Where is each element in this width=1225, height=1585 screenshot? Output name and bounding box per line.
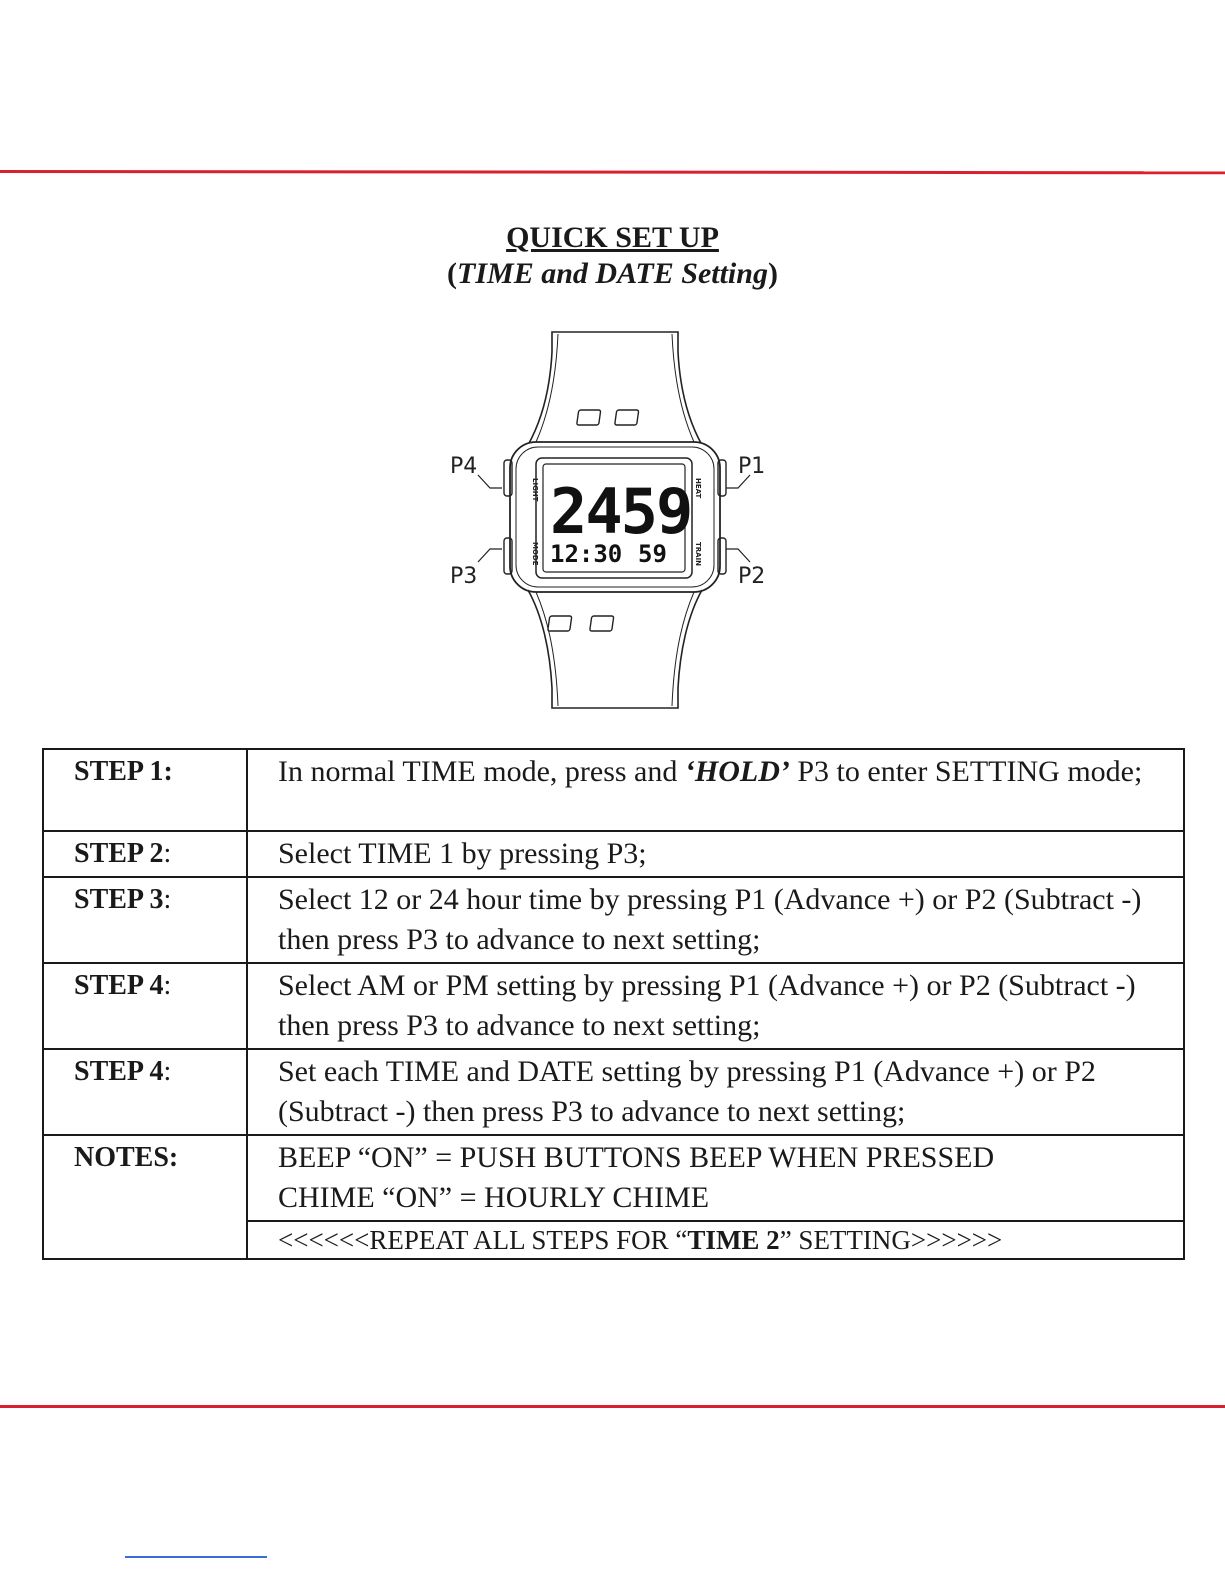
table-row: STEP 4: Set each TIME and DATE setting b… xyxy=(42,1048,1185,1136)
step-label: STEP 4: xyxy=(42,1048,248,1136)
bottom-link-underline[interactable] xyxy=(125,1556,267,1558)
bezel-mode-label: MODE xyxy=(531,542,539,566)
instructions-table: STEP 1: In normal TIME mode, press and ‘… xyxy=(42,748,1185,1260)
step-text: Set each TIME and DATE setting by pressi… xyxy=(246,1048,1185,1136)
repeat-note: <<<<<<REPEAT ALL STEPS FOR “TIME 2” SETT… xyxy=(246,1220,1185,1260)
title-quick-set-up: QUICK SET UP xyxy=(506,221,719,254)
table-row: STEP 2: Select TIME 1 by pressing P3; xyxy=(42,830,1185,878)
page-title: QUICK SET UP (TIME and DATE Setting) xyxy=(0,220,1225,292)
bottom-divider xyxy=(0,1405,1225,1408)
table-row: STEP 3: Select 12 or 24 hour time by pre… xyxy=(42,876,1185,964)
bezel-heat-label: HEAT xyxy=(694,478,702,499)
label-p3: P3 xyxy=(450,564,477,589)
table-row: <<<<<<REPEAT ALL STEPS FOR “TIME 2” SETT… xyxy=(43,1220,1185,1260)
step-text: Select TIME 1 by pressing P3; xyxy=(246,830,1185,878)
table-row: NOTES: BEEP “ON” = PUSH BUTTONS BEEP WHE… xyxy=(42,1134,1185,1260)
svg-text:59: 59 xyxy=(638,540,667,568)
top-divider xyxy=(0,170,1225,175)
label-p4: P4 xyxy=(450,454,477,479)
bezel-light-label: LIGHT xyxy=(531,478,539,502)
step-label: STEP 3: xyxy=(42,876,248,964)
table-row: STEP 1: In normal TIME mode, press and ‘… xyxy=(42,748,1185,832)
step-label: STEP 2: xyxy=(42,830,248,878)
display-sub-digits: 12:30 59 xyxy=(550,540,667,568)
table-row: STEP 4: Select AM or PM setting by press… xyxy=(42,962,1185,1050)
watch-illustration: LIGHT MODE HEAT TRAIN 2459 12:30 59 P4 P… xyxy=(440,330,790,710)
label-p1: P1 xyxy=(738,454,765,479)
step-label: STEP 4: xyxy=(42,962,248,1050)
title-subtitle: (TIME and DATE Setting) xyxy=(447,257,778,290)
display-main-digits: 2459 xyxy=(550,475,693,548)
step-label: STEP 1: xyxy=(42,748,248,832)
label-p2: P2 xyxy=(738,564,765,589)
step-text: In normal TIME mode, press and ‘HOLD’ P3… xyxy=(246,748,1185,832)
bezel-train-label: TRAIN xyxy=(694,542,702,566)
step-text: Select 12 or 24 hour time by pressing P1… xyxy=(246,876,1185,964)
step-text: Select AM or PM setting by pressing P1 (… xyxy=(246,962,1185,1050)
notes-label: NOTES: xyxy=(42,1134,248,1260)
svg-text:2459: 2459 xyxy=(550,475,691,548)
notes-text: BEEP “ON” = PUSH BUTTONS BEEP WHEN PRESS… xyxy=(246,1134,1185,1222)
svg-text:12:30: 12:30 xyxy=(550,540,622,568)
